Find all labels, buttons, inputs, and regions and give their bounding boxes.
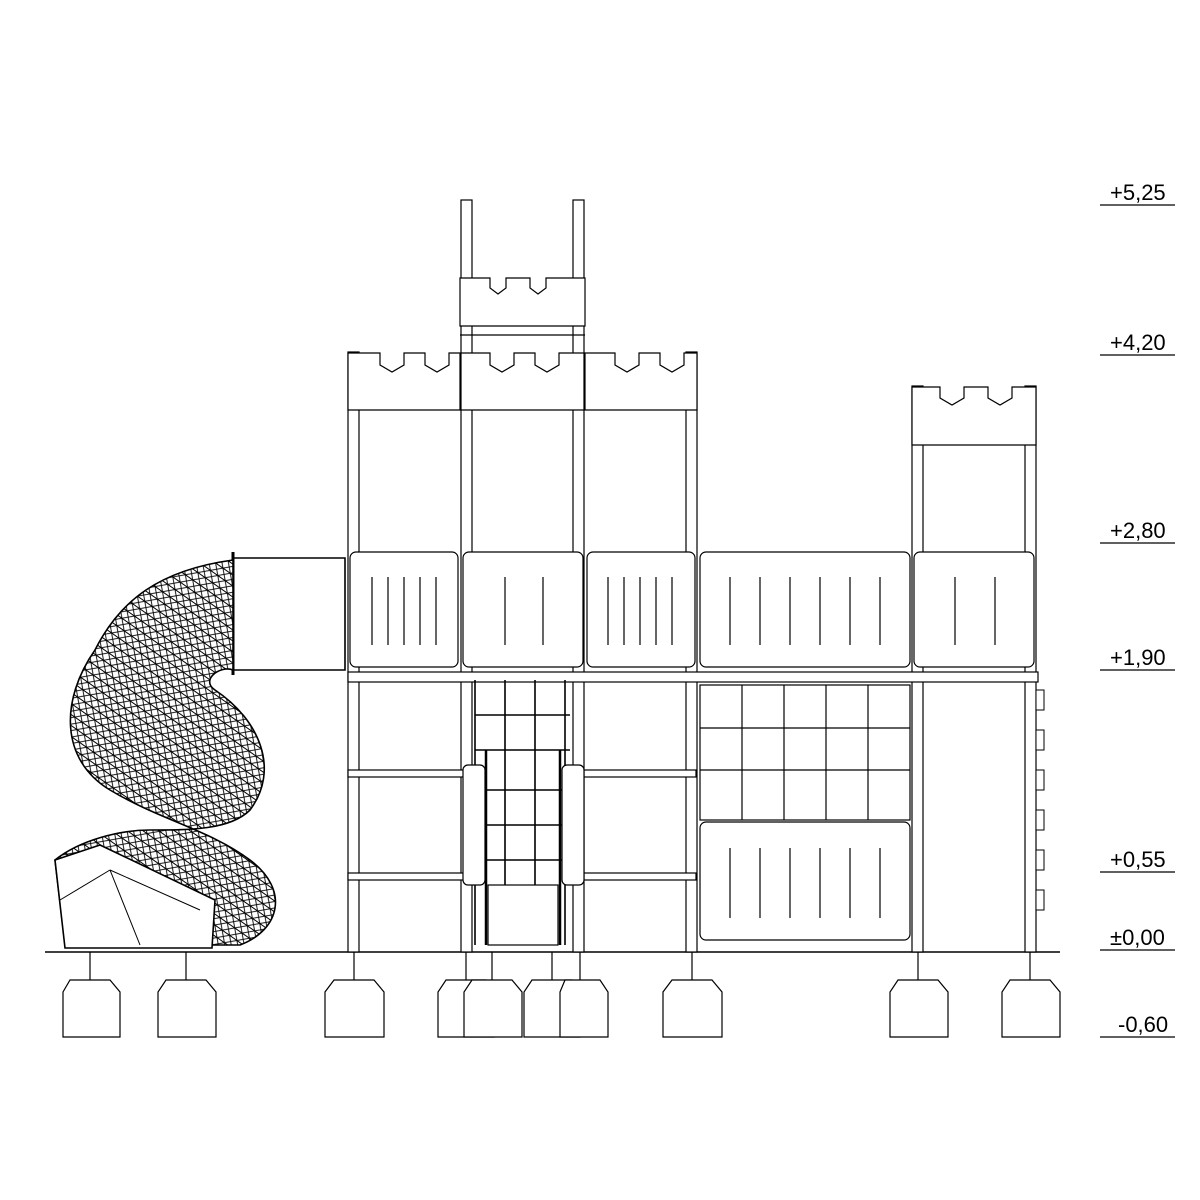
tube-slide (54, 552, 346, 949)
foundations (62, 952, 1061, 1038)
level-label-0-55: +0,55 (1110, 847, 1166, 872)
foundation-block (889, 952, 949, 1038)
ladder (462, 750, 585, 946)
foundation-block (324, 952, 385, 1038)
foundation-block (662, 952, 723, 1038)
climbing-holds (1035, 689, 1045, 911)
level-label-4-20: +4,20 (1110, 330, 1166, 355)
level-label-0-00: ±0,00 (1110, 925, 1165, 950)
foundation-block (157, 952, 217, 1038)
platform-beams (347, 671, 1039, 881)
lower-wall-panel (699, 821, 911, 941)
wall-panel (913, 551, 1035, 668)
level-label-5-25: +5,25 (1110, 180, 1166, 205)
main-roof-panels (347, 352, 698, 411)
foundation-block (559, 952, 609, 1038)
wall-panel (586, 551, 696, 668)
level-lines (1100, 204, 1175, 1038)
climbing-grid (699, 684, 911, 821)
post (911, 385, 924, 953)
wall-panel (462, 551, 584, 668)
foundation-block (62, 952, 121, 1038)
upper-wall-panels (349, 551, 1035, 668)
right-tower-roof (911, 386, 1037, 446)
level-label-1-90: +1,90 (1110, 645, 1166, 670)
level-label-minus-0-60: -0,60 (1118, 1012, 1168, 1037)
top-tower-panel (459, 277, 586, 336)
post (1024, 385, 1037, 953)
level-label-2-80: +2,80 (1110, 518, 1166, 543)
foundation-block (463, 952, 523, 1038)
foundation-block (1001, 952, 1061, 1038)
wall-panel (699, 551, 911, 668)
